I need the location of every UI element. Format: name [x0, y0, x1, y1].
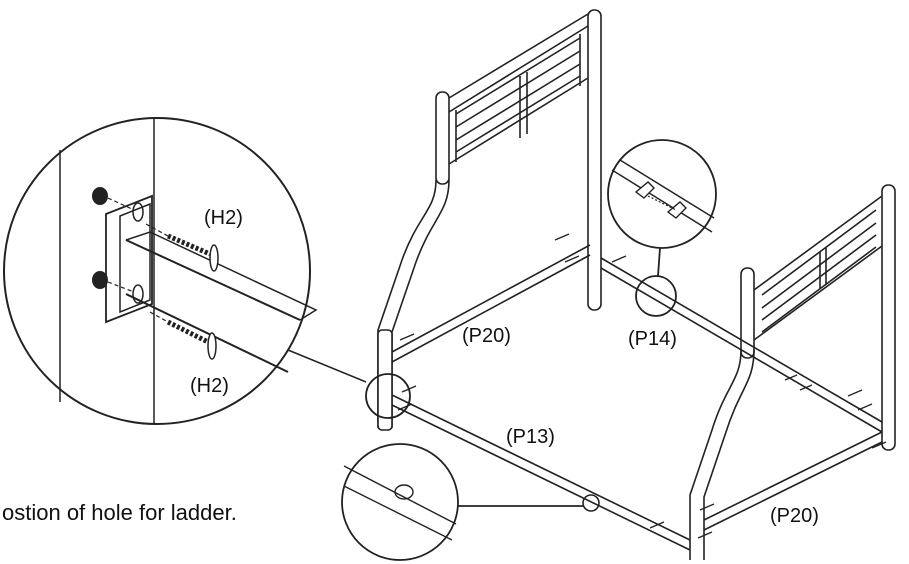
- ladder-hole-caption: ostion of hole for ladder.: [2, 500, 237, 525]
- p14-detail-marker: [635, 275, 677, 317]
- screws: [397, 233, 887, 539]
- ladder-hole-marker: [582, 494, 600, 512]
- joint-detail-marker: [365, 373, 411, 419]
- label-p20-front: (P20): [770, 505, 819, 527]
- h2-detail-callout: [3, 117, 367, 425]
- left-headboard: [377, 9, 602, 431]
- hole-detail-callout: [341, 443, 583, 561]
- label-h2-bottom: (H2): [190, 375, 229, 397]
- label-p13: (P13): [506, 426, 555, 448]
- label-p20-back: (P20): [462, 325, 511, 347]
- p14-detail-callout: [607, 139, 717, 277]
- right-headboard: [689, 184, 896, 560]
- label-h2-top: (H2): [204, 207, 243, 229]
- label-p14: (P14): [628, 328, 677, 350]
- bed-rails: [391, 244, 883, 551]
